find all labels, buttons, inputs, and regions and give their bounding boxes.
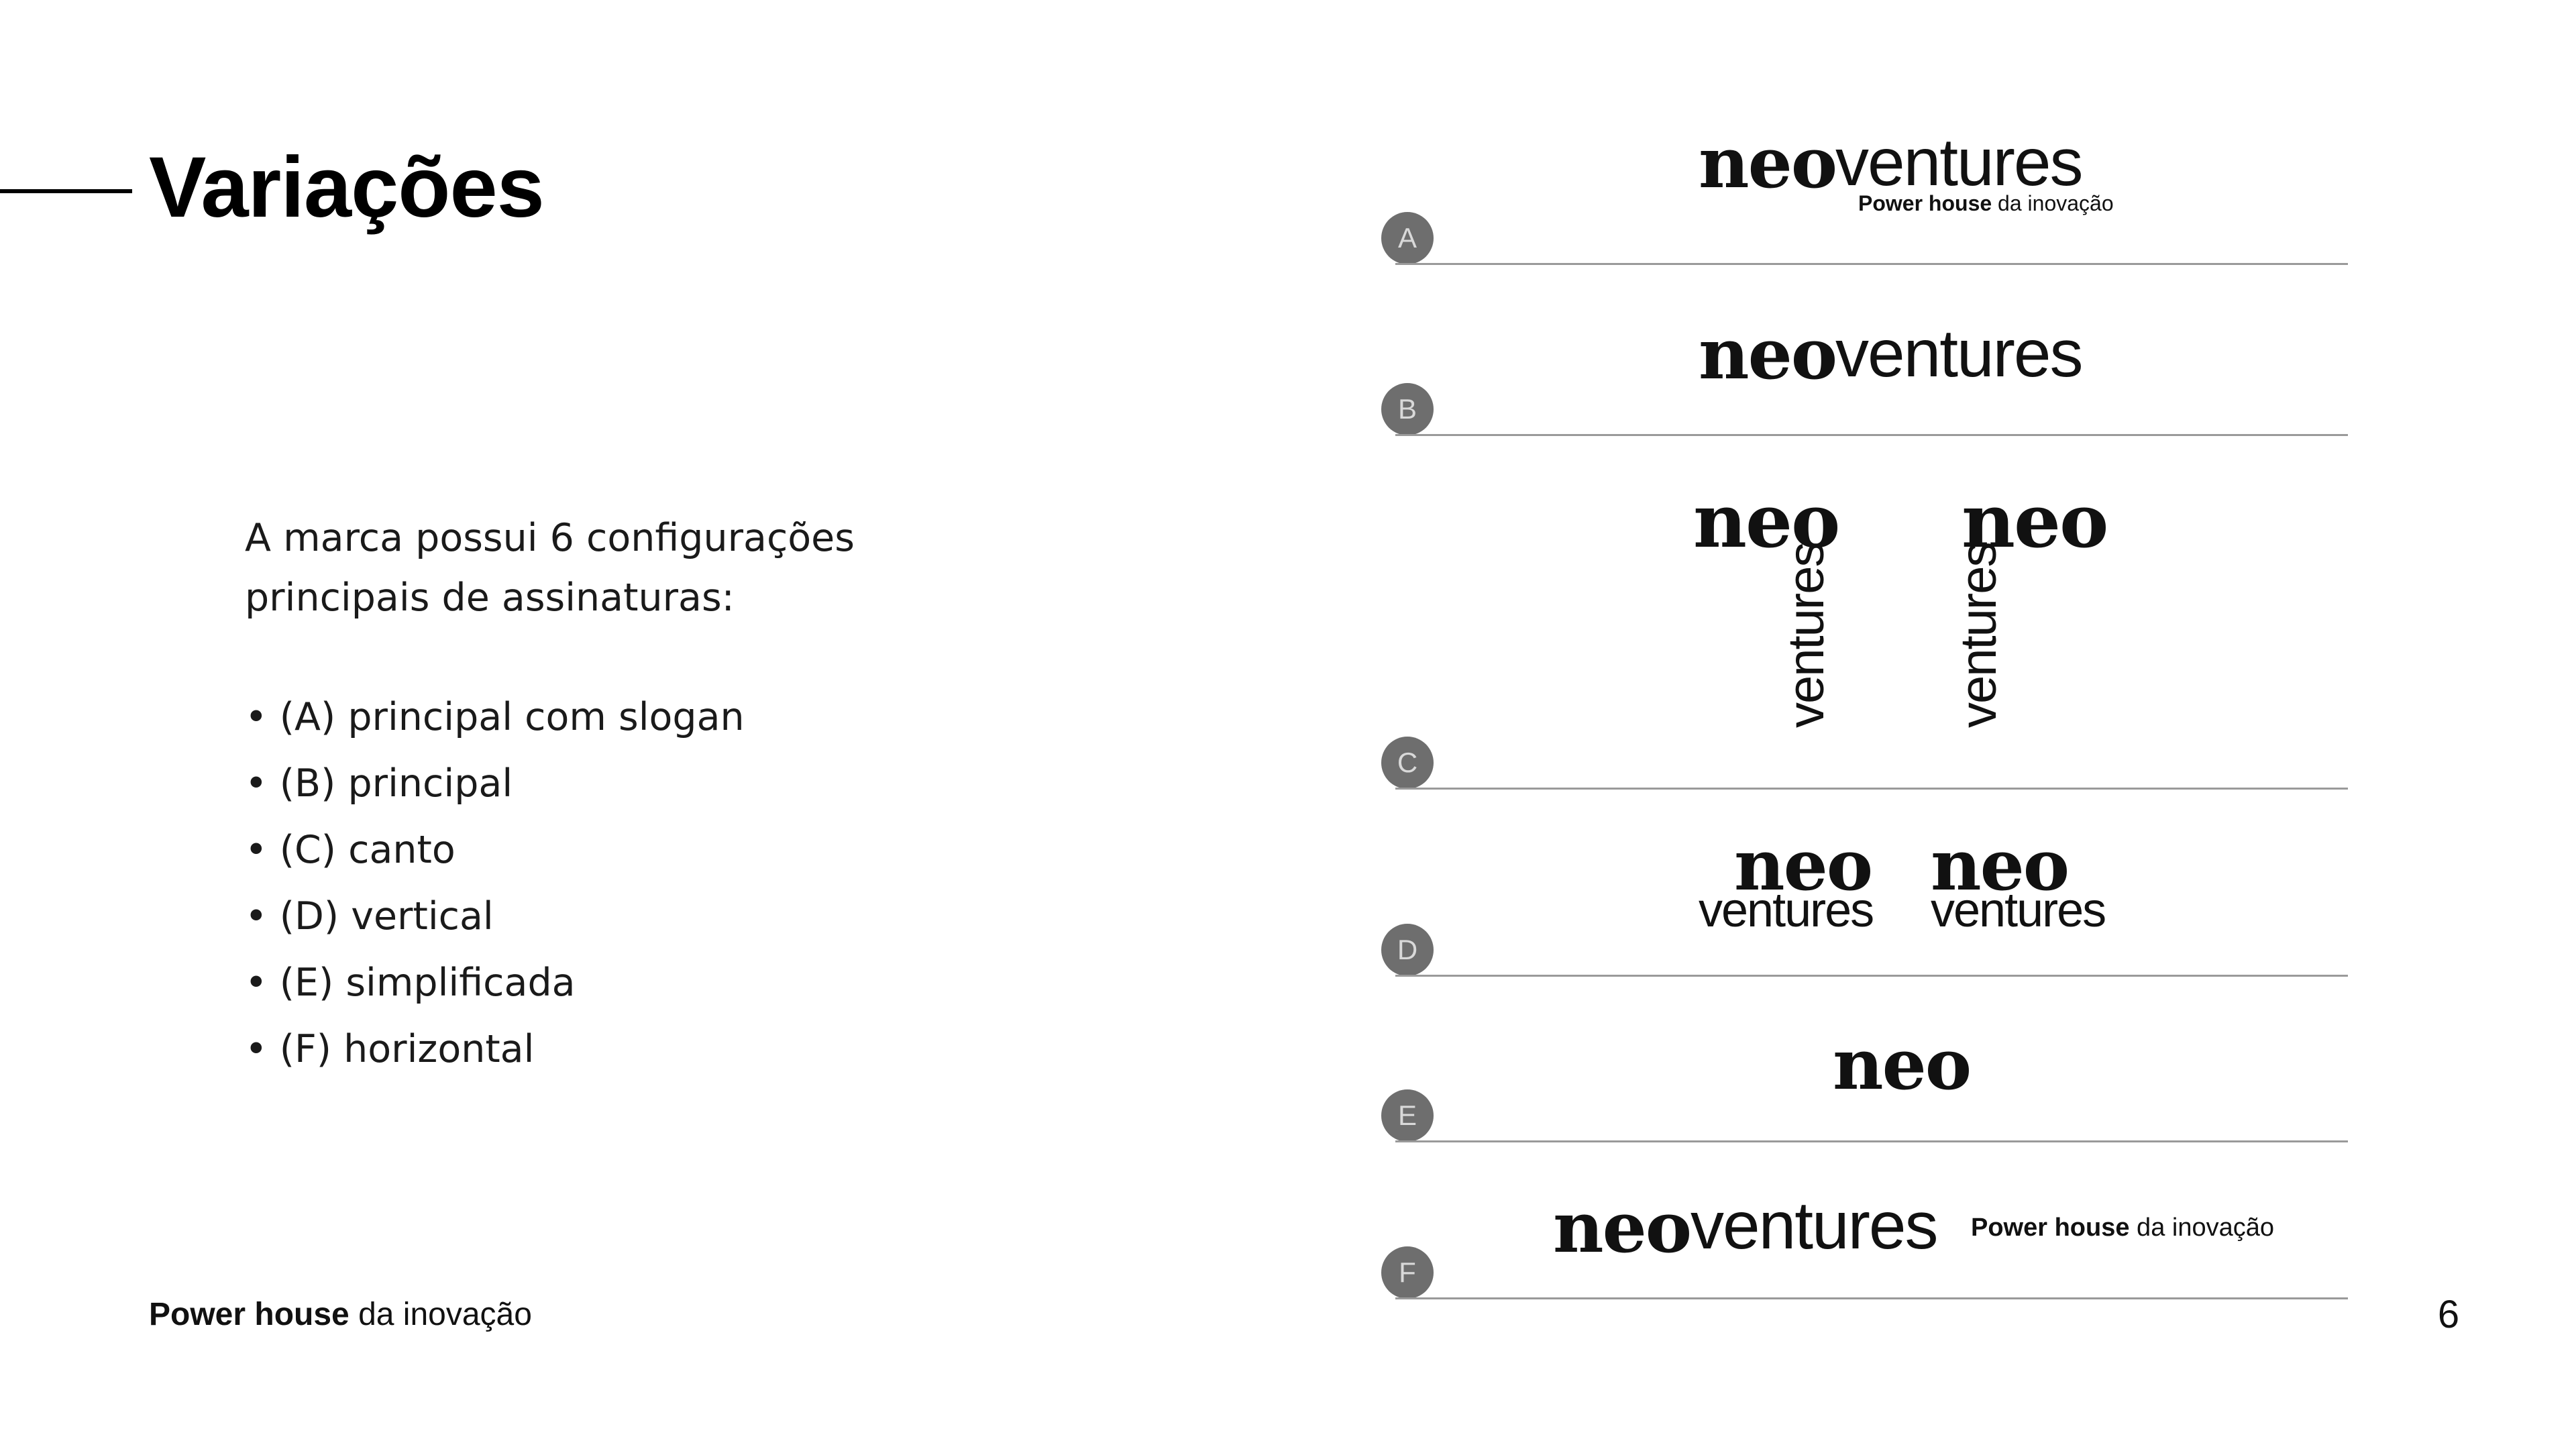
list-item: (E) simplificada [245,950,745,1016]
variation-badge: D [1381,924,1434,976]
logo-ventures: ventures [1931,883,2106,937]
variation-badge: B [1381,383,1434,435]
list-item: (C) canto [245,817,745,883]
logo-ventures: ventures [1690,1188,1939,1263]
logo-slogan-rest: da inovação [1992,191,2114,215]
variation-badge: A [1381,212,1434,264]
logo-slogan-rest: da inovação [2129,1214,2274,1242]
page-title: Variações [149,140,545,235]
intro-text: A marca possui 6 configurações principai… [245,516,855,620]
list-item: (F) horizontal [245,1016,745,1083]
logo-neo: neo [1693,478,1840,564]
logo-ventures-vertical: ventures [1950,543,2007,729]
footer-slogan-bold: Power house [149,1297,350,1332]
logo-slogan: Power house da inovação [1971,1212,2274,1243]
logo-slogan-bold: Power house [1858,191,1992,215]
page-number: 6 [2437,1293,2460,1336]
logo-neo: neo [1699,121,1837,204]
logo-ventures: ventures [1835,316,2084,391]
row-divider [1395,975,2348,977]
logo-slogan-bold: Power house [1971,1214,2130,1242]
logo-neo: neo [1833,1023,1972,1106]
title-rule [0,189,132,193]
logo-slogan: Power house da inovação [1858,190,2114,217]
variation-badge: F [1381,1246,1434,1299]
footer-slogan-rest: da inovação [349,1297,532,1332]
row-divider [1395,1140,2348,1142]
variation-badge: C [1381,737,1434,789]
logo-neo: neo [1553,1186,1692,1269]
logo-neo: neo [1699,313,1837,395]
logo-ventures: ventures [1835,125,2084,200]
logo-neo: neo [1931,824,2070,906]
list-item: (A) principal com slogan [245,684,745,751]
list-item: (D) vertical [245,883,745,950]
row-divider [1395,263,2348,265]
logo-ventures-vertical: ventures [1778,543,1835,729]
row-divider [1395,434,2348,436]
list-item: (B) principal [245,751,745,817]
logo-neo: neo [1962,478,2108,564]
row-divider [1395,1297,2348,1299]
logo-neo: neo [1734,824,1873,906]
variation-badge: E [1381,1089,1434,1142]
logo-ventures: ventures [1699,883,1874,937]
row-divider [1395,788,2348,790]
footer-slogan: Power house da inovação [149,1295,532,1335]
variation-list: (A) principal com slogan (B) principal (… [245,684,745,1083]
